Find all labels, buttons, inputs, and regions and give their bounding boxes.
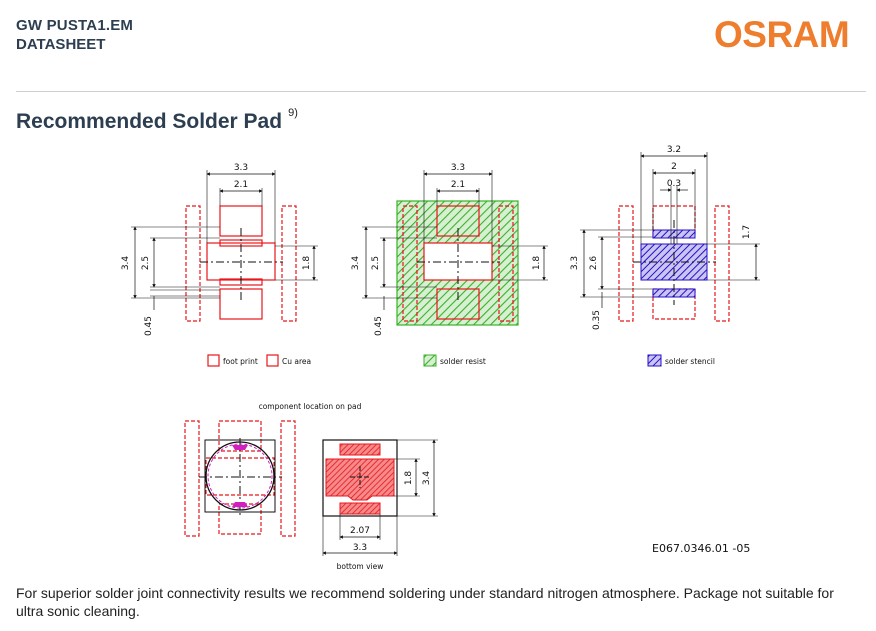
section-title: Recommended Solder Pad 9) (16, 107, 298, 134)
view3-dim-width-mid: 2 (671, 162, 677, 172)
osram-logo: OSRAM (714, 14, 850, 55)
bottom-package-outline (322, 439, 398, 517)
view2-dim-height-total: 3.4 (351, 256, 361, 271)
view1-dim-height-right: 1.8 (302, 256, 312, 271)
view2-dim-gap: 0.45 (374, 316, 384, 336)
legend-solder-resist-label: solder resist (440, 357, 486, 366)
view-solder-resist: 3.3 2.1 3.4 2.5 1.8 0.45 (351, 163, 548, 336)
view1-dim-width-outer: 3.3 (234, 163, 248, 173)
legend-solder-resist-swatch (423, 354, 437, 367)
view-solder-stencil: 3.2 2 0.3 3.3 2.6 1.7 0.35 (570, 145, 760, 330)
view3-dim-height-total: 3.3 (570, 256, 580, 270)
bottom-thermal-pad (325, 458, 395, 501)
view2-dim-height-mid: 2.5 (371, 256, 381, 270)
anode-mark (232, 445, 248, 450)
drawing-number: E067.0346.01 -05 (652, 542, 750, 555)
header-divider (16, 91, 866, 92)
legend-footprint-swatch (207, 354, 220, 367)
view1-dim-height-mid: 2.5 (141, 256, 151, 270)
section-title-text: Recommended Solder Pad (16, 110, 283, 133)
view2-dim-width-inner: 2.1 (451, 180, 465, 190)
view1-dim-height-total: 3.4 (121, 256, 131, 271)
view-footprint: 3.3 2.1 3.4 2.5 1.8 0.45 (121, 163, 318, 336)
bottom-dimensions (322, 439, 438, 556)
view2-dim-height-right: 1.8 (532, 256, 542, 271)
footnote-marker: 9) (288, 107, 298, 119)
view3-dim-height-mid: 2.6 (589, 256, 599, 271)
footer-note: For superior solder joint connectivity r… (16, 585, 834, 619)
drawing-legend: foot print Cu area solder resist solder … (207, 354, 715, 367)
cathode-mark (232, 502, 248, 507)
bottom-dim-height-inner: 1.8 (404, 471, 414, 486)
legend-footprint-label: foot print (223, 357, 258, 366)
product-name: GW PUSTA1.EM (16, 17, 134, 34)
legend-solder-stencil-label: solder stencil (665, 357, 715, 366)
legend-cu-area-label: Cu area (282, 357, 311, 366)
view-component-location (184, 420, 296, 537)
view1-dim-gap: 0.45 (144, 316, 154, 336)
view3-dim-height-right: 1.7 (742, 225, 752, 239)
document-type: DATASHEET (16, 36, 106, 53)
component-location-label: component location on pad (259, 402, 362, 411)
view3-centerlines (580, 152, 760, 308)
bottom-dim-height-outer: 3.4 (422, 471, 432, 486)
bottom-dim-width-outer: 3.3 (353, 543, 367, 553)
bottom-top-pad (339, 443, 381, 456)
bottom-view-label: bottom view (337, 562, 384, 571)
view1-dim-width-inner: 2.1 (234, 180, 248, 190)
view2-dim-width-outer: 3.3 (451, 163, 465, 173)
view-bottom: 1.8 3.4 2.07 3.3 bottom view (322, 439, 438, 571)
bottom-bottom-pad (339, 502, 381, 515)
view2-centerlines (362, 170, 548, 310)
view3-dim-width-inner: 0.3 (667, 179, 681, 189)
bottom-dim-width-inner: 2.07 (350, 526, 370, 536)
view3-dim-width-outer: 3.2 (667, 145, 681, 155)
legend-cu-area-swatch (266, 354, 279, 367)
view3-dim-gap: 0.35 (592, 310, 602, 330)
view1-centerlines (131, 170, 318, 310)
legend-solder-stencil-swatch (647, 354, 662, 367)
